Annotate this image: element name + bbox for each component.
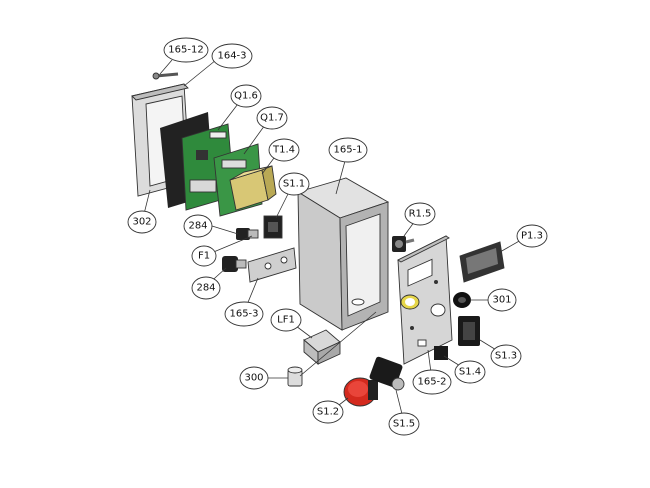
callout-label: S1.4 [459,367,481,378]
side-plate [247,247,297,283]
fuse-holder [236,228,259,240]
callout-s1-4: S1.4 [454,360,486,384]
callout-label: S1.2 [317,407,339,418]
callout-p1-3: P1.3 [516,224,548,248]
callout-label: 165-2 [417,377,446,388]
callout-label: LF1 [277,315,295,326]
callout-300: 300 [239,366,269,390]
callout-label: Q1.7 [260,113,284,124]
callout-label: 165-3 [229,309,258,320]
selector-knob [453,292,471,308]
transformer [229,165,277,211]
screw [152,72,179,80]
fuse-holder-2 [222,256,247,272]
callout-165-1: 165-1 [328,137,368,163]
potentiometer [392,236,415,252]
callout-label: 165-1 [333,145,362,156]
callout-s1-5: S1.5 [388,412,420,436]
front-panel [397,235,453,365]
callout-label: R1.5 [409,209,432,220]
callout-s1-2: S1.2 [312,400,344,424]
callout-label: 302 [132,217,151,228]
line-filter [303,329,341,365]
callout-label: Q1.6 [234,91,258,102]
callout-q1-7: Q1.7 [256,106,288,130]
callout-q1-6: Q1.6 [230,84,262,108]
callout-label: 165-12 [168,45,203,56]
callout-label: 300 [244,373,263,384]
small-switch [434,346,448,360]
callout-302: 302 [127,210,157,234]
callout-label: S1.3 [495,351,517,362]
callout-284-top: 284 [183,214,213,238]
callout-f1: F1 [191,245,217,267]
callout-s1-1: S1.1 [278,172,310,196]
key-switch [369,356,405,391]
enclosure-box [296,177,390,331]
callout-r1-5: R1.5 [404,202,436,226]
emergency-stop-button [343,377,378,407]
cable-gland [287,366,303,387]
callout-t1-4: T1.4 [268,138,300,162]
callout-284-bottom: 284 [191,276,221,300]
callout-label: 164-3 [217,51,246,62]
callout-165-3: 165-3 [224,301,264,327]
callout-164-3: 164-3 [211,43,253,69]
callout-label: P1.3 [521,231,543,242]
callout-label: S1.1 [283,179,305,190]
callout-label: 284 [196,283,215,294]
callout-label: 284 [188,221,207,232]
callout-label: 301 [492,295,511,306]
callout-165-12: 165-12 [163,37,209,63]
callout-lf1: LF1 [270,308,302,332]
switch-module [263,215,283,239]
callout-165-2: 165-2 [412,369,452,395]
callout-s1-3: S1.3 [490,344,522,368]
callout-label: T1.4 [272,145,295,156]
callout-label: F1 [198,251,210,262]
callout-301: 301 [487,288,517,312]
display-module [459,241,505,283]
callout-label: S1.5 [393,419,415,430]
rocker-switch [458,316,480,346]
